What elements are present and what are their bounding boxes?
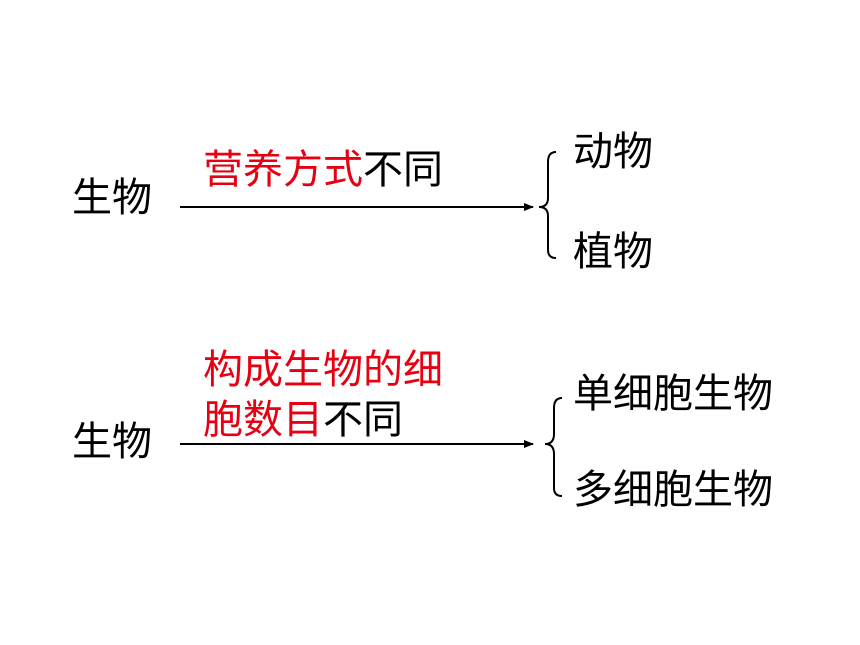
result-label-plant: 植物 (573, 229, 653, 275)
subject-label-1: 生物 (72, 175, 152, 221)
result-label-animal: 动物 (573, 129, 653, 175)
criterion-highlight-2: 胞数目 (203, 397, 323, 443)
brace-1 (538, 151, 557, 259)
subject-label-2: 生物 (72, 419, 152, 465)
result-label-unicellular: 单细胞生物 (573, 371, 773, 417)
criterion-label-1: 营养方式不同 (203, 150, 443, 190)
brace-2 (544, 397, 563, 497)
criterion-line2-2: 胞数目不同 (203, 400, 403, 440)
criterion-line1-2: 构成生物的细 (203, 347, 443, 393)
criterion-suffix-2: 不同 (323, 397, 403, 443)
criterion-suffix-1: 不同 (363, 147, 443, 193)
result-label-multicellular: 多细胞生物 (573, 467, 773, 513)
criterion-highlight-1: 营养方式 (203, 147, 363, 193)
